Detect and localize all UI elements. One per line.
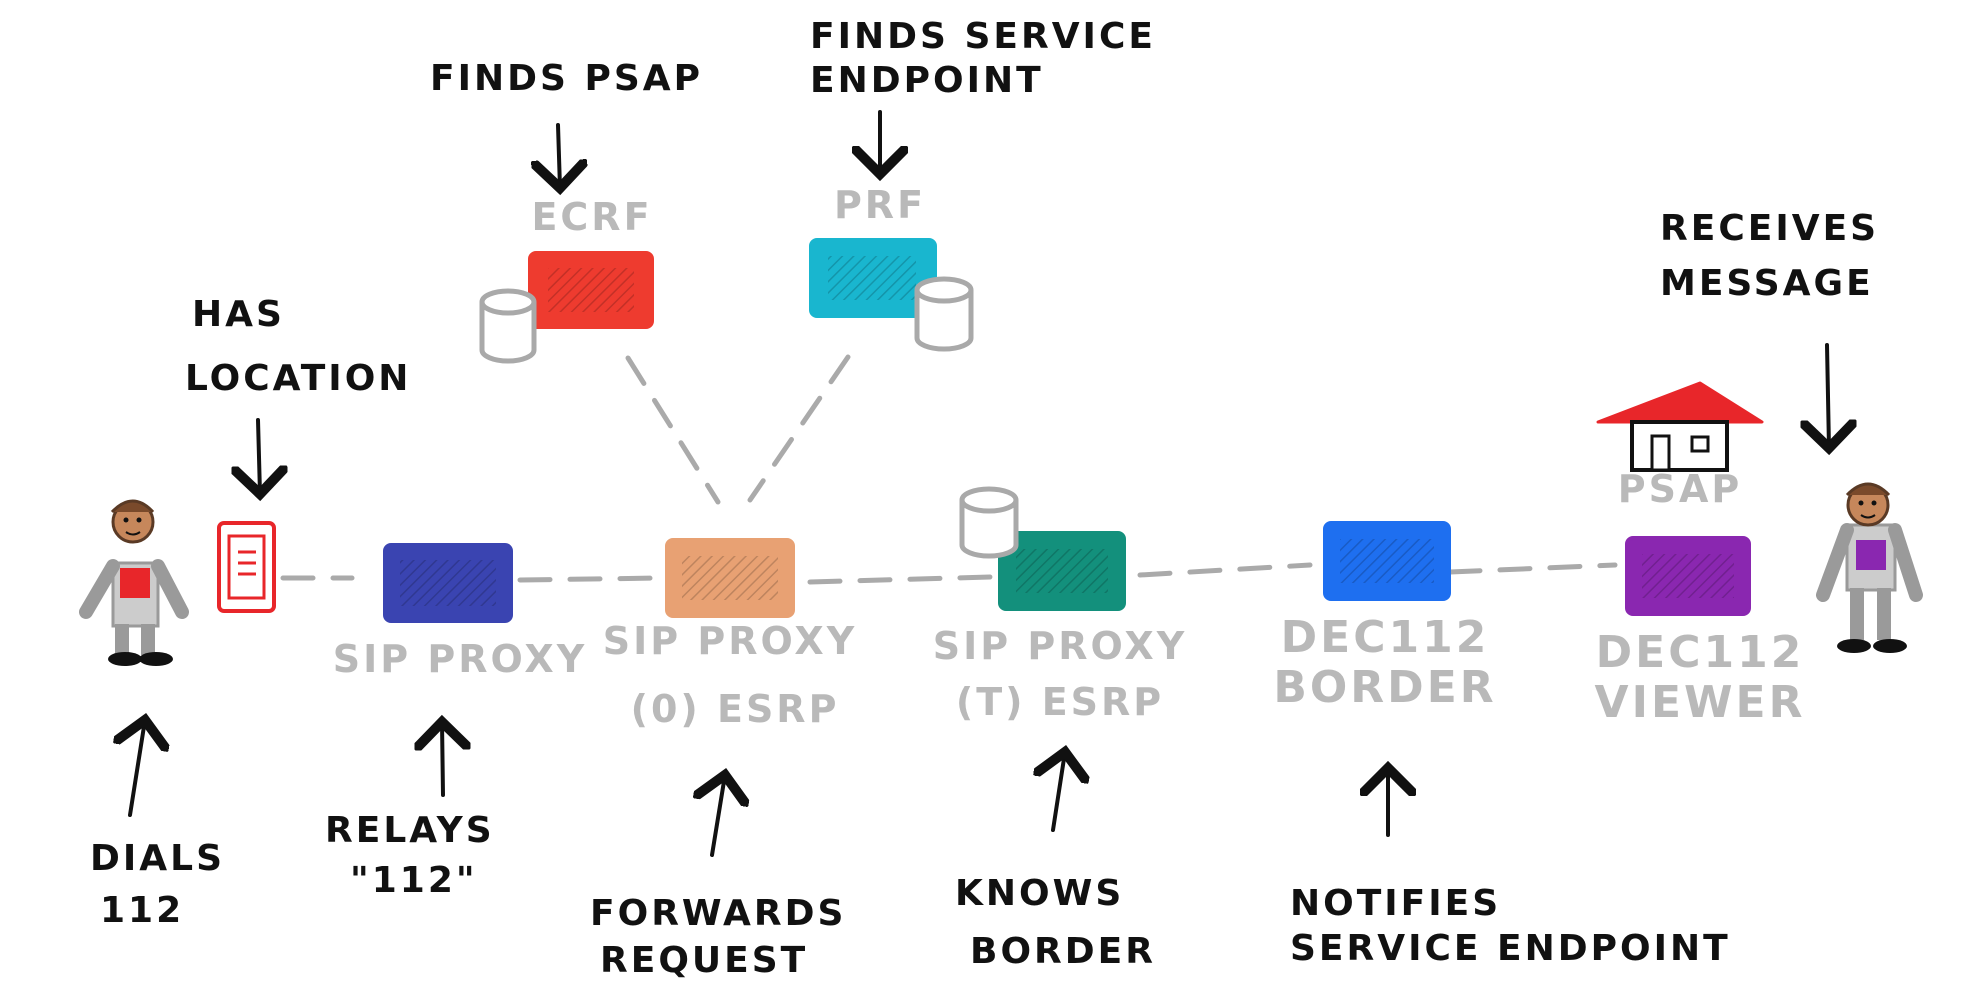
annotation-notifies-line2: SERVICE ENDPOINT: [1290, 928, 1731, 969]
arrow-dials-112: [130, 720, 145, 817]
esrp-0-label-line1: SIP PROXY: [602, 619, 858, 663]
dec112-border-label-line1: DEC112: [1280, 612, 1490, 663]
connector-border-viewer: [1447, 562, 1618, 575]
arrow-forwards-request: [712, 775, 725, 857]
ecrf-database-icon: [479, 288, 537, 364]
annotation-receives-message-line1: RECEIVES: [1660, 208, 1880, 249]
sip-proxy-label: SIP PROXY: [332, 637, 588, 681]
prf-label: PRF: [833, 183, 927, 227]
arrow-has-location: [258, 418, 260, 494]
annotation-has-location-line2: LOCATION: [185, 358, 412, 399]
annotation-dials-112-line1: DIALS: [90, 838, 226, 879]
arrow-finds-psap: [558, 123, 560, 188]
annotation-knows-border-line1: KNOWS: [955, 873, 1125, 914]
psap-house-icon: [1596, 381, 1764, 472]
annotation-finds-psap: FINDS PSAP: [430, 58, 704, 99]
esrp-0-label-line2: (0) ESRP: [630, 687, 840, 731]
connector-ecrf-esrp0: [625, 355, 721, 505]
esrp-t-node[interactable]: [959, 486, 1126, 611]
prf-database-icon: [914, 276, 974, 352]
ecrf-node[interactable]: [479, 251, 654, 364]
mobile-device-icon: [217, 521, 276, 613]
sip-proxy-node[interactable]: [383, 543, 513, 623]
connector-lines: [280, 354, 1618, 585]
esrp-t-database-icon: [959, 486, 1019, 559]
annotation-relays-112-line1: RELAYS: [325, 810, 495, 851]
esrp-t-label-line1: SIP PROXY: [932, 624, 1188, 668]
annotation-forwards-request-line1: FORWARDS: [590, 893, 847, 934]
annotation-notifies-line1: NOTIFIES: [1290, 883, 1502, 924]
esrp-t-label-line2: (t) ESRP: [955, 680, 1165, 724]
annotation-has-location-line1: HAS: [192, 294, 285, 335]
prf-node[interactable]: [809, 238, 974, 352]
connector-prf-esrp0: [747, 354, 851, 503]
connector-esrp0-esrpt: [807, 574, 993, 585]
annotation-finds-service-line1: FINDS SERVICE: [810, 16, 1156, 57]
dec112-border-node[interactable]: [1323, 521, 1451, 601]
dec112-viewer-label-line2: VIEWER: [1594, 677, 1806, 728]
esrp-0-node[interactable]: [665, 538, 795, 618]
annotation-relays-112-line2: "112": [350, 860, 478, 901]
arrow-relays-112: [442, 722, 443, 797]
arrow-receives-message: [1827, 343, 1829, 448]
dec112-viewer-label-line1: DEC112: [1595, 627, 1805, 678]
connector-esrpt-border: [1137, 562, 1313, 578]
connector-sip-esrp0: [517, 575, 663, 583]
annotation-forwards-request-line2: REQUEST: [600, 940, 809, 981]
annotation-finds-service-line2: ENDPOINT: [810, 60, 1044, 101]
psap-label: PSAP: [1617, 467, 1743, 511]
annotation-receives-message-line2: MESSAGE: [1660, 263, 1874, 304]
dec112-border-label-line2: BORDER: [1273, 662, 1497, 713]
caller-person-icon: [79, 499, 189, 666]
dec112-viewer-node[interactable]: [1625, 536, 1751, 616]
ecrf-label: ECRF: [531, 195, 653, 239]
annotation-dials-112-line2: 112: [100, 890, 185, 931]
annotation-knows-border-line2: BORDER: [970, 931, 1156, 972]
annotation-arrows: [130, 110, 1829, 857]
receiver-person-icon: [1816, 482, 1923, 653]
arrow-knows-border: [1053, 752, 1065, 832]
